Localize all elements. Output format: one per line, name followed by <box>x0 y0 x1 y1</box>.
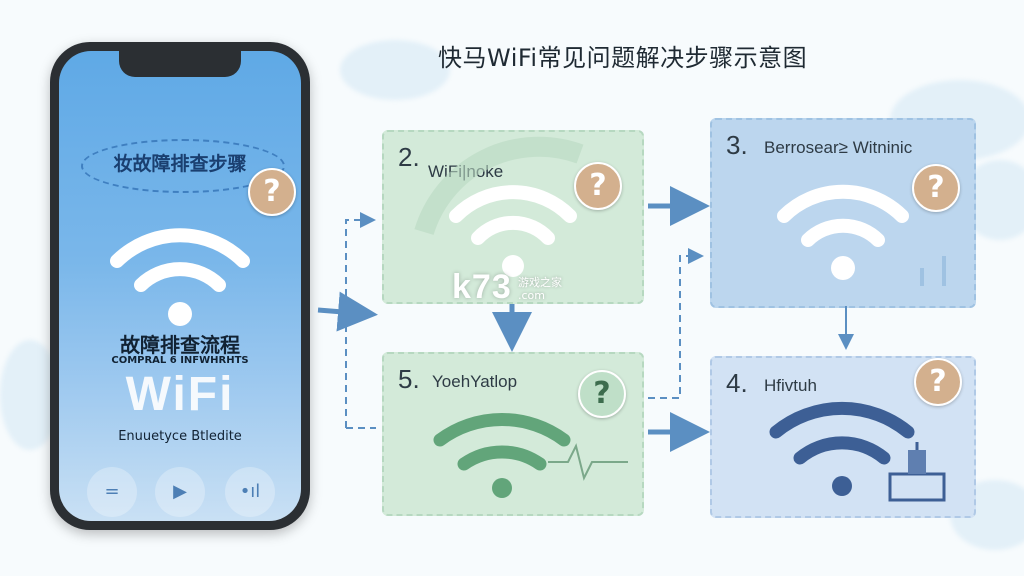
step-4-label: Hfivtuh <box>764 376 817 395</box>
diagram-title: 快马WiFi常见问题解决步骤示意图 <box>438 44 808 72</box>
question-badge: ? <box>912 164 960 212</box>
phone-notch <box>119 51 241 77</box>
question-badge: ? <box>578 370 626 418</box>
step-4-number: 4. <box>726 368 748 398</box>
phone-screen: 妆故障排查步骤 故障排查流程 COMPRAL 6 INFWHRHTS WiFi … <box>59 51 301 521</box>
arrow-dashed-up <box>345 212 376 428</box>
phone-subtitle-en: COMPRAL 6 INFWHRHTS <box>111 355 249 366</box>
wifi-icon <box>414 136 584 277</box>
play-button[interactable]: ▶ <box>155 467 205 517</box>
heading-outline <box>81 139 285 193</box>
step-5-label: YoehYatlop <box>432 372 518 391</box>
phone-heading: 妆故障排查步骤 <box>113 153 247 175</box>
wifi-icon <box>777 184 946 286</box>
step-3-number: 3. <box>726 130 748 160</box>
watermark-logo: k73 <box>452 268 512 306</box>
wifi-icon <box>110 228 250 326</box>
question-badge: ? <box>248 168 296 216</box>
arrow-phone-to-flow <box>317 291 378 332</box>
watermark-line2: .com <box>518 289 545 302</box>
arrow-5-to-3 <box>648 248 704 399</box>
question-badge: ? <box>574 162 622 210</box>
step-4-panel: 4. Hfivtuh ? <box>710 356 976 518</box>
wifi-icon <box>433 413 628 498</box>
phone-caption: Enuuetyce Btledite <box>118 429 242 444</box>
wifi-wordmark: WiFi <box>125 368 235 421</box>
menu-button[interactable]: = <box>87 467 137 517</box>
question-badge: ? <box>914 358 962 406</box>
step-3-panel: 3. Berrosear≥ Witninic ? <box>710 118 976 308</box>
wifi-icon <box>769 401 946 502</box>
step-3-label: Berrosear≥ Witninic <box>764 138 913 157</box>
phone-mockup: 妆故障排查步骤 故障排查流程 COMPRAL 6 INFWHRHTS WiFi … <box>50 42 310 530</box>
phone-subtitle-cn: 故障排查流程 <box>120 333 240 357</box>
signal-button[interactable]: •ıl <box>225 467 275 517</box>
step-2-panel: 2. WiFi|noke ? <box>382 130 644 304</box>
watermark-line1: 游戏之家 <box>518 276 562 289</box>
step-5-number: 5. <box>398 364 420 394</box>
background-cloud <box>340 40 450 100</box>
step-5-panel: 5. YoehYatlop ? <box>382 352 644 516</box>
watermark-text: 游戏之家 .com <box>518 276 562 302</box>
step-2-number: 2. <box>398 142 420 172</box>
